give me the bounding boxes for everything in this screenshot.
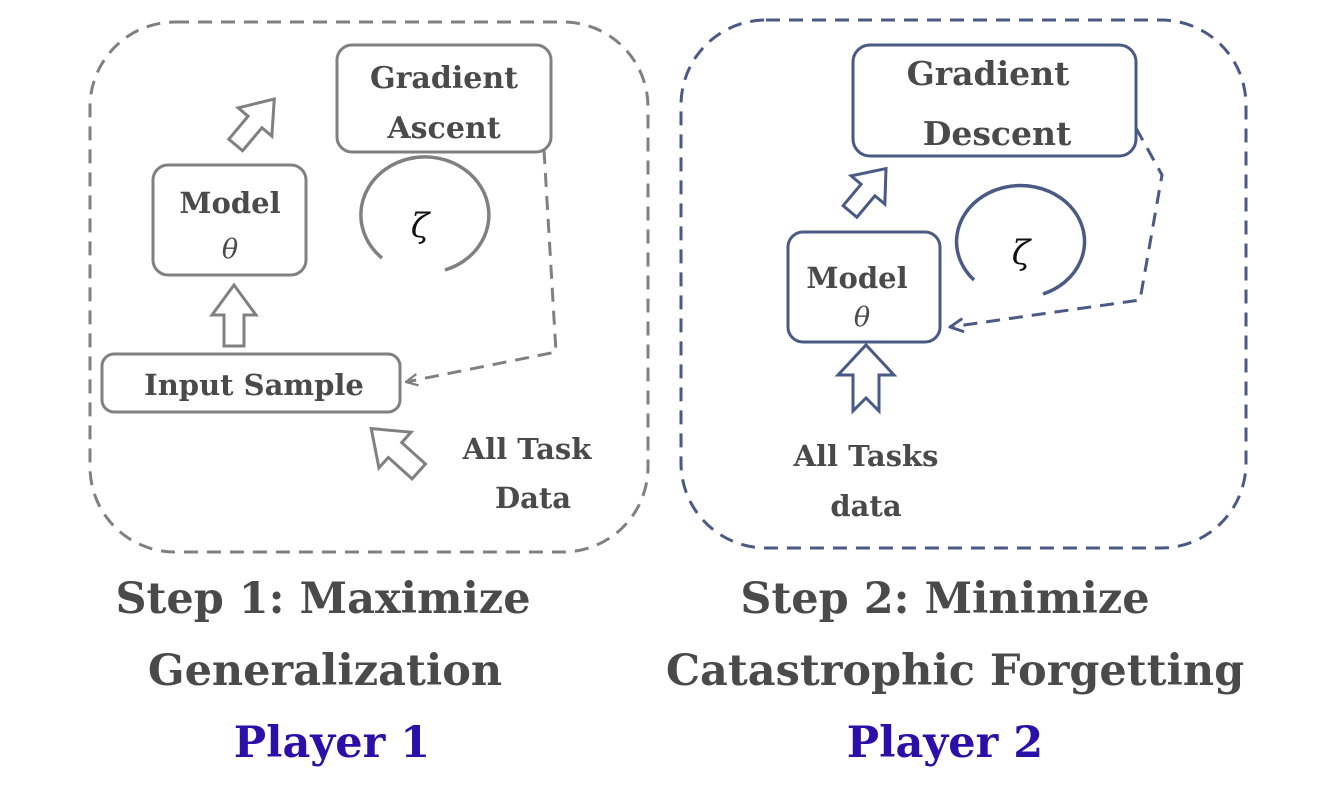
model-box-2: Model θ (786, 230, 942, 344)
gradient-ascent-box: Gradient Ascent (335, 43, 553, 154)
hollow-arrow-input-to-model-icon (209, 282, 259, 348)
panel-2-boundary (679, 18, 1248, 550)
model-1-label: Model (179, 186, 280, 220)
player-1-label: Player 1 (234, 718, 430, 768)
all-tasks-data-line1: All Tasks (793, 439, 939, 473)
panel-1: Gradient Ascent Model θ ζ Input Sample (88, 20, 650, 554)
loop-arc-1 (359, 155, 491, 272)
gradient-descent-box: Gradient Descent (851, 43, 1138, 158)
hollow-arrow-data-to-input-icon (369, 426, 428, 481)
hollow-arrow-model-to-gradient-icon (226, 97, 276, 153)
zeta-symbol-2: ζ (1012, 233, 1033, 273)
all-task-data-line2: Data (495, 481, 571, 515)
gradient-descent-line2: Descent (923, 114, 1072, 153)
step-1-subtitle: Generalization (148, 646, 502, 696)
all-tasks-data-line2: data (830, 489, 901, 523)
model-2-theta: θ (854, 302, 870, 333)
player-2-label: Player 2 (847, 718, 1043, 768)
zeta-loop-1: ζ (359, 155, 491, 272)
hollow-arrow-data-to-model-icon (834, 342, 898, 415)
model-1-theta: θ (222, 234, 238, 265)
gradient-descent-line1: Gradient (907, 54, 1071, 93)
zeta-loop-2: ζ (954, 183, 1087, 296)
step-2-subtitle: Catastrophic Forgetting (666, 646, 1244, 696)
input-sample-box: Input Sample (100, 352, 402, 414)
feedback-arrow-gradient-to-input (406, 149, 558, 382)
all-task-data-line1: All Task (462, 432, 593, 466)
step-1-title: Step 1: Maximize (115, 574, 530, 624)
feedback-arrow-gradient-to-model (950, 127, 1164, 327)
gradient-ascent-line1: Gradient (370, 61, 518, 96)
loop-arc-2 (954, 183, 1087, 296)
model-box-1: Model θ (151, 163, 308, 277)
input-sample-label: Input Sample (144, 368, 364, 402)
captions: Step 1: Maximize Generalization Player 1… (115, 574, 1244, 768)
step-2-title: Step 2: Minimize (740, 574, 1149, 624)
panel-2: Gradient Descent Model θ ζ All Tasks dat… (679, 18, 1248, 550)
panel-1-boundary (88, 20, 650, 554)
zeta-symbol-1: ζ (411, 206, 432, 246)
hollow-arrow-model-to-gradient-2-icon (840, 166, 888, 220)
gradient-ascent-line2: Ascent (386, 111, 500, 146)
model-2-label: Model (806, 261, 907, 295)
